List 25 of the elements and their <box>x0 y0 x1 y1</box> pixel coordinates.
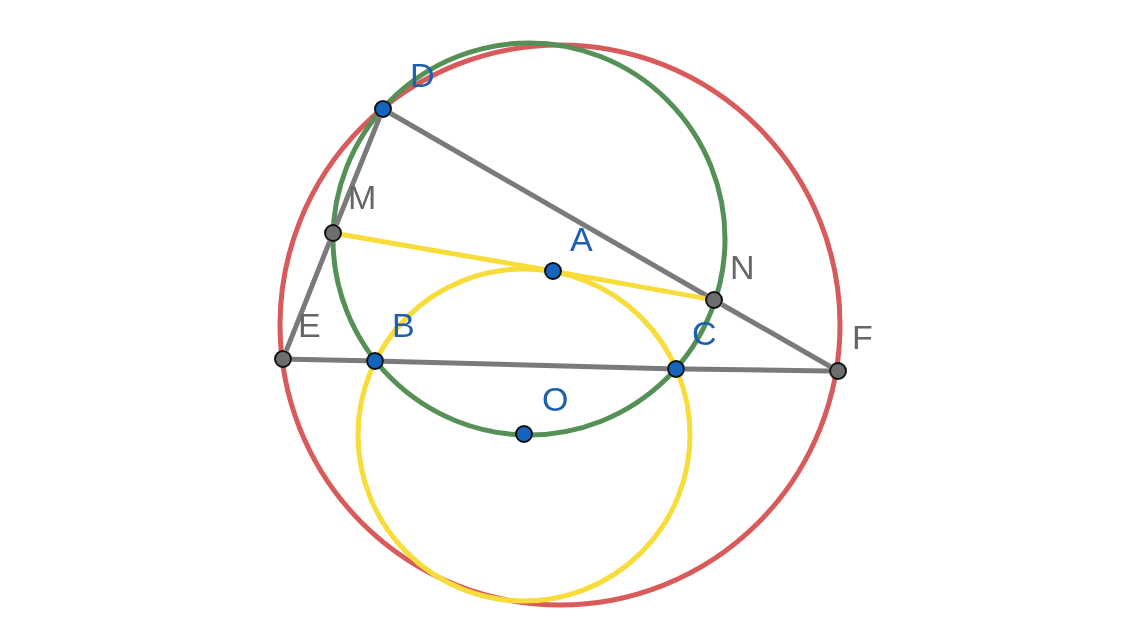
point-label: D <box>410 58 435 92</box>
point-label: O <box>542 382 569 416</box>
line-segment <box>561 270 706 301</box>
point-marker <box>324 224 342 242</box>
point-marker <box>705 291 723 309</box>
point-label: A <box>570 222 593 256</box>
line-segment <box>383 358 668 372</box>
line-segment <box>684 366 830 374</box>
point-label: E <box>298 308 321 342</box>
point-marker <box>829 362 847 380</box>
line-segment <box>291 356 367 364</box>
line-segment <box>720 302 832 369</box>
point-marker <box>374 100 392 118</box>
line-segment <box>334 116 382 226</box>
line-segment <box>389 111 708 298</box>
point-marker <box>366 352 384 370</box>
point-marker <box>515 425 533 443</box>
point-marker <box>667 360 685 378</box>
point-marker <box>544 262 562 280</box>
line-segment <box>284 240 332 352</box>
line-segment <box>341 232 545 272</box>
point-label: N <box>730 250 755 284</box>
point-marker <box>274 350 292 368</box>
point-label: M <box>348 180 377 214</box>
point-label: F <box>852 320 873 354</box>
